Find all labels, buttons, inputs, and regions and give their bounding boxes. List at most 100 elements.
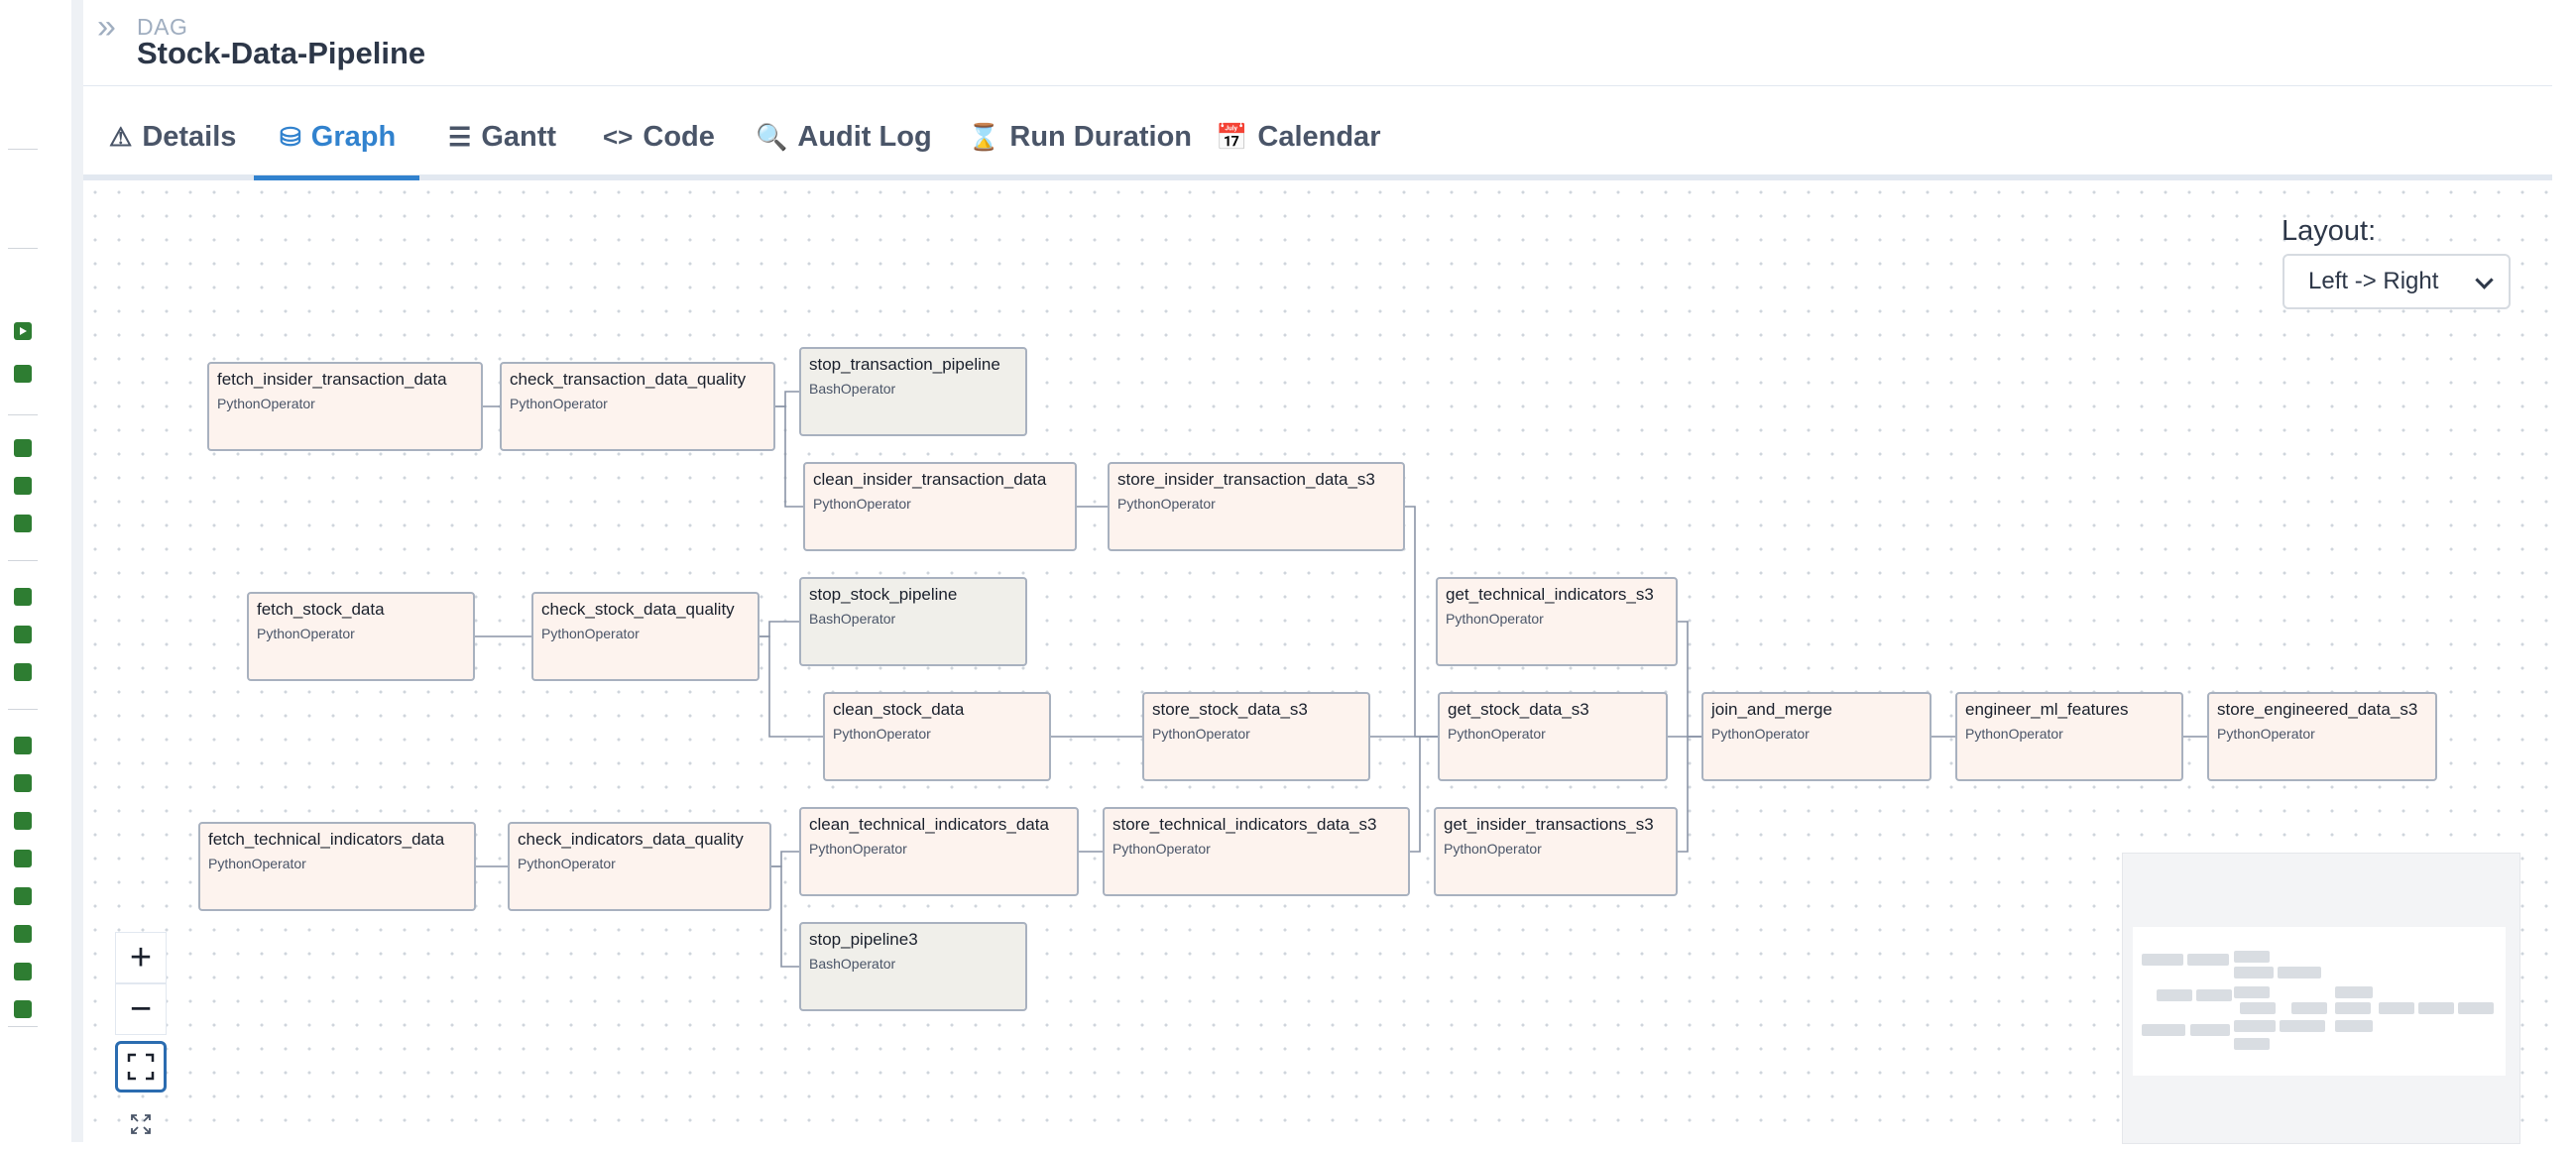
zoom-out-button[interactable]: − bbox=[115, 983, 167, 1035]
task-instance-success[interactable] bbox=[14, 626, 32, 643]
fullscreen-button[interactable] bbox=[115, 1098, 167, 1150]
task-node[interactable]: fetch_insider_transaction_data PythonOpe… bbox=[207, 362, 483, 451]
zoom-in-button[interactable]: + bbox=[115, 932, 167, 983]
minimap-viewport[interactable] bbox=[2133, 927, 2506, 1076]
tab-code[interactable]: <> Code bbox=[603, 99, 715, 174]
task-operator: PythonOperator bbox=[1444, 841, 1542, 857]
task-node[interactable]: fetch_technical_indicators_data PythonOp… bbox=[198, 822, 476, 911]
task-instance-success[interactable] bbox=[14, 439, 32, 457]
task-operator: PythonOperator bbox=[2217, 726, 2315, 742]
task-operator: PythonOperator bbox=[257, 626, 355, 641]
graph-edge bbox=[775, 405, 803, 508]
task-operator: PythonOperator bbox=[208, 856, 306, 871]
grid-divider bbox=[8, 248, 38, 249]
task-node[interactable]: get_technical_indicators_s3 PythonOperat… bbox=[1436, 577, 1678, 666]
task-instance-running[interactable] bbox=[14, 322, 32, 340]
task-name: check_stock_data_quality bbox=[541, 600, 735, 619]
task-name: get_insider_transactions_s3 bbox=[1444, 815, 1654, 834]
task-name: stop_pipeline3 bbox=[809, 930, 918, 949]
task-instance-success[interactable] bbox=[14, 1000, 32, 1018]
task-node[interactable]: store_engineered_data_s3 PythonOperator bbox=[2207, 692, 2437, 781]
graph-canvas[interactable]: fetch_insider_transaction_data PythonOpe… bbox=[83, 180, 2552, 1144]
layout-select[interactable]: Left -> Right bbox=[2283, 254, 2511, 309]
tab-label: Run Duration bbox=[1009, 120, 1193, 153]
fit-view-button[interactable] bbox=[115, 1041, 167, 1092]
task-node[interactable]: clean_stock_data PythonOperator bbox=[823, 692, 1051, 781]
chevron-down-icon bbox=[2475, 271, 2494, 289]
task-instance-success[interactable] bbox=[14, 963, 32, 980]
task-instance-success[interactable] bbox=[14, 515, 32, 532]
task-operator: PythonOperator bbox=[541, 626, 640, 641]
task-instance-success[interactable] bbox=[14, 850, 32, 867]
task-node[interactable]: store_technical_indicators_data_s3 Pytho… bbox=[1103, 807, 1410, 896]
audit-log-icon: 🔍 bbox=[756, 121, 788, 152]
tab-audit-log[interactable]: 🔍 Audit Log bbox=[756, 99, 932, 174]
dag-label: DAG bbox=[137, 14, 188, 40]
warning-triangle-icon: ⚠ bbox=[109, 121, 133, 152]
grid-divider bbox=[8, 560, 38, 561]
dag-header: » DAG Stock-Data-Pipeline bbox=[83, 0, 2552, 86]
task-node[interactable]: stop_stock_pipeline BashOperator bbox=[799, 577, 1027, 666]
task-node[interactable]: get_insider_transactions_s3 PythonOperat… bbox=[1434, 807, 1678, 896]
task-instance-success[interactable] bbox=[14, 812, 32, 830]
task-node[interactable]: stop_transaction_pipeline BashOperator bbox=[799, 347, 1027, 436]
graph-edge bbox=[1678, 736, 1701, 853]
task-name: clean_stock_data bbox=[833, 700, 965, 719]
task-operator: PythonOperator bbox=[1965, 726, 2063, 742]
task-instance-success[interactable] bbox=[14, 737, 32, 754]
task-node[interactable]: get_stock_data_s3 PythonOperator bbox=[1438, 692, 1668, 781]
panel-resize-handle[interactable] bbox=[71, 0, 83, 1142]
task-name: get_technical_indicators_s3 bbox=[1446, 585, 1654, 604]
task-instance-success[interactable] bbox=[14, 588, 32, 606]
task-operator: BashOperator bbox=[809, 381, 896, 397]
task-node[interactable]: clean_insider_transaction_data PythonOpe… bbox=[803, 462, 1077, 551]
task-name: clean_insider_transaction_data bbox=[813, 470, 1047, 489]
task-instance-success[interactable] bbox=[14, 365, 32, 383]
graph-edge bbox=[760, 621, 799, 637]
tab-calendar[interactable]: 📅 Calendar bbox=[1216, 99, 1380, 174]
tab-graph[interactable]: ⛁ Graph bbox=[253, 99, 420, 180]
tab-details[interactable]: ⚠ Details bbox=[109, 99, 236, 174]
task-node[interactable]: check_indicators_data_quality PythonOper… bbox=[508, 822, 771, 911]
task-node[interactable]: store_stock_data_s3 PythonOperator bbox=[1142, 692, 1370, 781]
task-operator: PythonOperator bbox=[510, 396, 608, 411]
task-name: fetch_stock_data bbox=[257, 600, 385, 619]
task-node[interactable]: engineer_ml_features PythonOperator bbox=[1955, 692, 2183, 781]
tab-label: Calendar bbox=[1257, 120, 1381, 153]
graph-edges bbox=[475, 391, 2207, 968]
graph-edge bbox=[775, 391, 799, 407]
task-operator: PythonOperator bbox=[809, 841, 907, 857]
grid-divider bbox=[8, 1026, 38, 1027]
double-chevron-right-icon[interactable]: » bbox=[97, 8, 116, 46]
task-operator: PythonOperator bbox=[217, 396, 315, 411]
task-node[interactable]: check_stock_data_quality PythonOperator bbox=[531, 592, 760, 681]
graph-edge bbox=[760, 635, 823, 738]
minimap[interactable] bbox=[2122, 853, 2520, 1144]
task-operator: BashOperator bbox=[809, 956, 896, 972]
graph-edge bbox=[1410, 736, 1438, 853]
task-node[interactable]: store_insider_transaction_data_s3 Python… bbox=[1108, 462, 1405, 551]
task-node[interactable]: fetch_stock_data PythonOperator bbox=[247, 592, 475, 681]
tab-run-duration[interactable]: ⌛ Run Duration bbox=[968, 99, 1192, 174]
tab-gantt[interactable]: ☰ Gantt bbox=[448, 99, 556, 174]
task-instance-success[interactable] bbox=[14, 925, 32, 943]
task-node[interactable]: join_and_merge PythonOperator bbox=[1701, 692, 1932, 781]
task-node[interactable]: stop_pipeline3 BashOperator bbox=[799, 922, 1027, 1011]
task-name: fetch_insider_transaction_data bbox=[217, 370, 447, 389]
graph-edge bbox=[1405, 506, 1438, 738]
task-node[interactable]: check_transaction_data_quality PythonOpe… bbox=[500, 362, 775, 451]
task-node[interactable]: clean_technical_indicators_data PythonOp… bbox=[799, 807, 1079, 896]
calendar-icon: 📅 bbox=[1216, 121, 1248, 152]
task-instance-success[interactable] bbox=[14, 774, 32, 792]
task-operator: PythonOperator bbox=[813, 496, 911, 512]
task-name: store_stock_data_s3 bbox=[1152, 700, 1308, 719]
task-operator: PythonOperator bbox=[1711, 726, 1810, 742]
task-instance-success[interactable] bbox=[14, 887, 32, 905]
task-name: store_technical_indicators_data_s3 bbox=[1112, 815, 1377, 834]
layout-label: Layout: bbox=[2282, 215, 2377, 247]
task-instance-success[interactable] bbox=[14, 663, 32, 681]
hourglass-icon: ⌛ bbox=[968, 121, 1000, 152]
tab-label: Code bbox=[643, 120, 715, 153]
task-instance-success[interactable] bbox=[14, 477, 32, 495]
graph-edge bbox=[771, 865, 799, 968]
